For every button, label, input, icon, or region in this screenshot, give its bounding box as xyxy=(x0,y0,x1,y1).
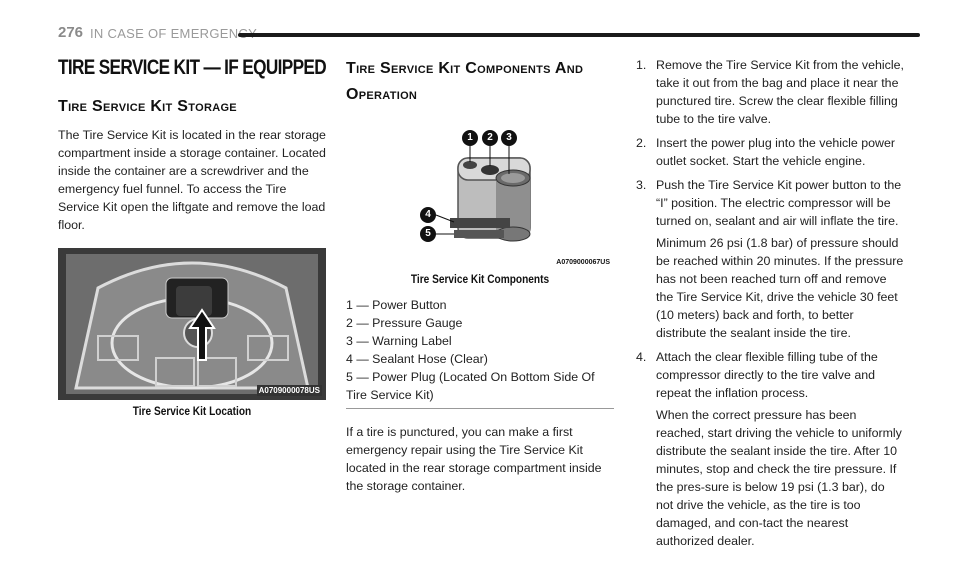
list-item: 5 — Power Plug (Located On Bottom Side O… xyxy=(346,370,595,402)
callout-5: 5 xyxy=(420,226,436,242)
step-item: 1. Remove the Tire Service Kit from the … xyxy=(636,56,904,128)
kit-components-figure: 1 2 3 4 5 A0709000067US xyxy=(346,118,614,270)
callout-3: 3 xyxy=(501,130,517,146)
step-text: Remove the Tire Service Kit from the veh… xyxy=(656,58,904,126)
list-item: 1 — Power Button xyxy=(346,298,447,312)
kit-components-illustration xyxy=(435,146,531,242)
kit-location-figure: A0709000078US xyxy=(58,248,326,400)
step-item: 2. Insert the power plug into the vehicl… xyxy=(636,134,904,170)
kit-location-illustration xyxy=(58,248,326,400)
steps-list: 1. Remove the Tire Service Kit from the … xyxy=(636,56,904,550)
step-number: 4. xyxy=(636,350,647,364)
page-header: 276 IN CASE OF EMERGENCY xyxy=(58,22,920,44)
column-storage: TIRE SERVICE KIT — IF EQUIPPED Tire Serv… xyxy=(58,56,327,418)
components-list: 1 — Power Button 2 — Pressure Gauge 3 — … xyxy=(346,296,614,409)
components-heading-line2: Operation xyxy=(346,86,418,103)
storage-paragraph: The Tire Service Kit is located in the r… xyxy=(58,128,326,232)
step-text: Push the Tire Service Kit power button t… xyxy=(656,178,902,228)
step-number: 1. xyxy=(636,58,647,72)
figure-caption: Tire Service Kit Components xyxy=(410,274,550,286)
callout-4: 4 xyxy=(420,207,436,223)
column-components: Tire Service Kit Components And Operatio… xyxy=(346,56,614,495)
callout-1: 1 xyxy=(462,130,478,146)
step-text: Insert the power plug into the vehicle p… xyxy=(656,136,896,168)
list-item: 2 — Pressure Gauge xyxy=(346,316,463,330)
figure-caption: Tire Service Kit Location xyxy=(132,406,252,418)
components-heading-line1: Tire Service Kit Components And xyxy=(346,60,584,77)
step-number: 2. xyxy=(636,136,647,150)
step-text: Attach the clear flexible filling tube o… xyxy=(656,350,878,400)
step-subtext: When the correct pressure has been reach… xyxy=(656,408,902,548)
step-number: 3. xyxy=(636,178,647,192)
list-item: 3 — Warning Label xyxy=(346,334,452,348)
header-rule xyxy=(238,33,920,37)
section-title: IN CASE OF EMERGENCY xyxy=(90,26,258,41)
page-number: 276 xyxy=(58,24,84,41)
callout-2: 2 xyxy=(482,130,498,146)
step-subtext: Minimum 26 psi (1.8 bar) of pressure sho… xyxy=(656,236,904,340)
list-item: 4 — Sealant Hose (Clear) xyxy=(346,352,488,366)
puncture-paragraph: If a tire is punctured, you can make a f… xyxy=(346,425,602,493)
step-item: 4. Attach the clear flexible filling tub… xyxy=(636,348,904,550)
page-title: TIRE SERVICE KIT — IF EQUIPPED xyxy=(58,56,327,79)
figure-code: A0709000078US xyxy=(256,385,322,396)
step-item: 3. Push the Tire Service Kit power butto… xyxy=(636,176,904,342)
column-steps: 1. Remove the Tire Service Kit from the … xyxy=(636,56,904,556)
figure-code: A0709000067US xyxy=(556,259,610,266)
storage-heading: Tire Service Kit Storage xyxy=(58,98,237,115)
